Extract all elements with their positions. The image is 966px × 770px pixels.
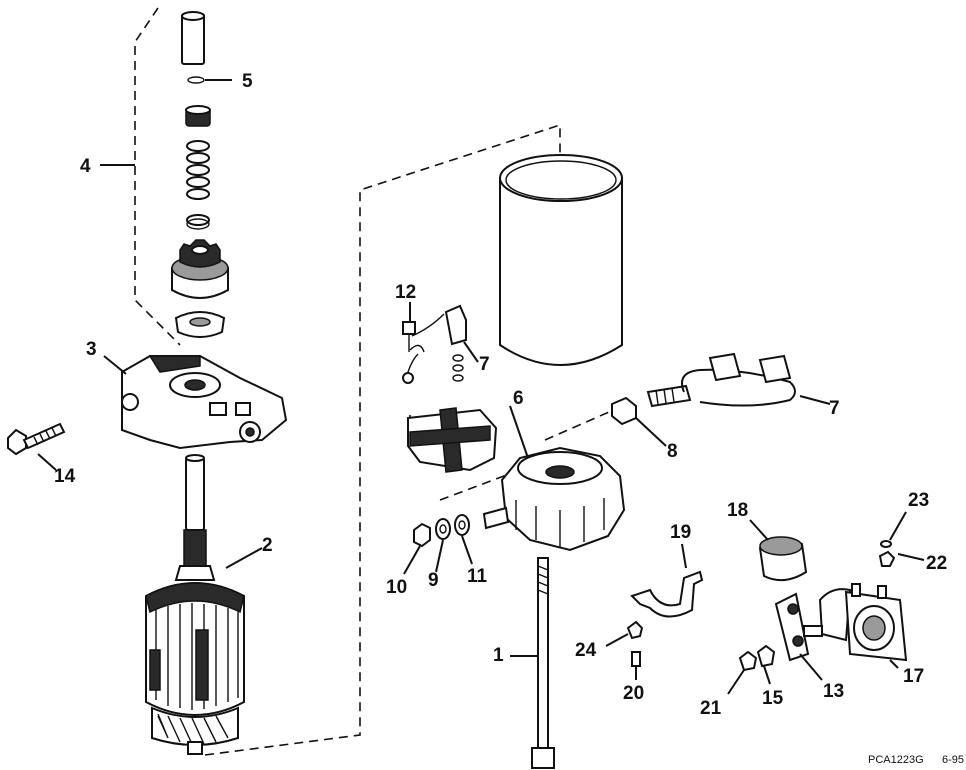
callout-8: 8 — [667, 441, 678, 462]
callout-10: 10 — [386, 577, 407, 598]
solenoid — [738, 540, 908, 672]
callout-2: 2 — [262, 535, 273, 556]
callout-3: 3 — [86, 339, 97, 360]
drawing-date: 6-95 — [942, 754, 964, 766]
callout-21: 21 — [700, 698, 722, 719]
callout-6: 6 — [513, 388, 524, 409]
drawing-code: PCA1223G — [868, 754, 924, 766]
callout-1: 1 — [493, 645, 504, 666]
field-frame — [499, 154, 623, 366]
callout-7-brush: 7 — [479, 354, 490, 375]
drive-end-cap — [121, 355, 288, 450]
callout-17: 17 — [903, 666, 924, 687]
callout-19: 19 — [670, 522, 691, 543]
through-bolt — [531, 557, 555, 769]
brush-screw — [402, 304, 467, 384]
drive-assembly — [171, 11, 229, 338]
callout-15: 15 — [762, 688, 784, 709]
commutator-end-cap — [482, 446, 626, 552]
callout-11: 11 — [467, 566, 488, 587]
terminal-insulator — [611, 396, 637, 426]
callout-23: 23 — [908, 490, 929, 511]
armature — [145, 454, 245, 755]
callout-14: 14 — [54, 466, 76, 487]
brush-holder-assembly — [646, 352, 796, 408]
solenoid-bracket — [626, 570, 704, 667]
drawing-footer: PCA1223G 6-95 — [868, 754, 964, 766]
callout-18: 18 — [727, 500, 748, 521]
terminal-hardware — [413, 514, 470, 548]
callout-13: 13 — [823, 681, 844, 702]
callout-20: 20 — [623, 683, 644, 704]
callout-5: 5 — [242, 71, 253, 92]
terminal-boot — [758, 536, 808, 582]
callout-4: 4 — [80, 156, 91, 177]
mounting-bolt — [7, 422, 66, 456]
callout-labels: 1 2 3 4 5 6 7 7 8 9 10 11 12 13 14 15 17… — [54, 71, 947, 719]
callout-22: 22 — [926, 553, 947, 574]
callout-9: 9 — [428, 570, 439, 591]
callout-12: 12 — [395, 282, 416, 303]
callout-24: 24 — [575, 640, 597, 661]
brush-plate — [407, 407, 498, 473]
leader-lines — [37, 79, 925, 695]
callout-7-brush-holder: 7 — [829, 398, 840, 419]
